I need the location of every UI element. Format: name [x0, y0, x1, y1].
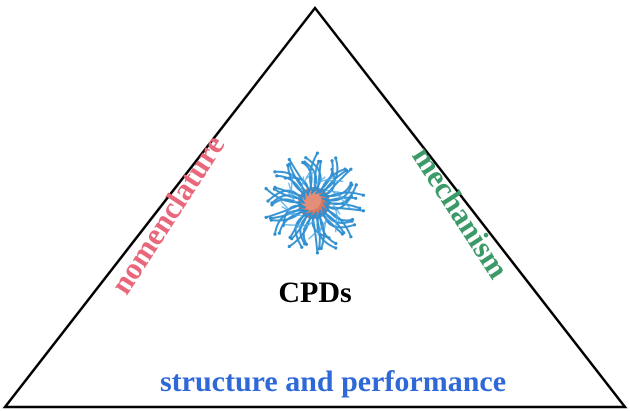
particle-strand-tip [315, 151, 319, 155]
particle-strand-tip [283, 176, 287, 180]
particle-strand-tip [303, 242, 307, 246]
particle-fiber [317, 221, 326, 236]
particle-fiber [332, 191, 347, 200]
particle-strand-tip [266, 199, 270, 203]
particle-strand-tip [270, 201, 274, 205]
particle-fiber [290, 173, 293, 191]
particle-fiber [288, 182, 294, 198]
particle-fiber [306, 166, 320, 179]
particle-fiber [319, 177, 335, 183]
particle-strand-tip [281, 223, 285, 227]
particle-strand-tip [300, 245, 304, 249]
particle-strand-tip [315, 251, 319, 255]
particle-strand-tip [264, 215, 268, 219]
particle-strand-tip [287, 244, 291, 249]
particle-strand-tip [334, 156, 338, 160]
particle-strand [309, 152, 319, 194]
particle-strand [288, 163, 310, 195]
particle-strand-tip [269, 216, 273, 220]
particle-strand-tip [319, 159, 323, 164]
particle-strand [318, 211, 344, 235]
particle-strand [274, 186, 306, 199]
particle-strand-tip [354, 196, 358, 200]
particle-strand-tip [327, 236, 331, 240]
particle-strand-tip [273, 170, 277, 174]
particle-strand-tip [334, 246, 338, 250]
particle-strand [322, 182, 352, 197]
particle-strand-tip [349, 167, 353, 171]
particle-fiber [302, 170, 311, 185]
particle-strand-tip [350, 183, 354, 187]
center-label: CPDs [278, 276, 351, 309]
particle-strand-tip [358, 206, 362, 210]
particle-strand [288, 158, 311, 192]
particle-strand [322, 207, 352, 238]
particle-fiber [284, 224, 302, 227]
particle-strand-tip [330, 159, 334, 163]
particle-strand-tip [354, 183, 358, 187]
particle-strand-tip [273, 232, 277, 236]
particle-strand-tip [287, 162, 292, 166]
particle-strand [311, 214, 319, 254]
particle-strand-tip [334, 241, 338, 246]
particle-strand [273, 188, 303, 200]
particle-strand-tip [349, 235, 353, 239]
particle-strand [317, 214, 326, 250]
triangle-outline [2, 5, 628, 409]
particle-strand-tip [361, 193, 365, 197]
particle-fiber [334, 208, 340, 224]
particle-strand [270, 208, 304, 222]
particle-strand-tip [330, 167, 334, 172]
particle-strand-tip [352, 223, 357, 227]
particle-strand-tip [287, 157, 291, 162]
particle-strand [325, 206, 365, 212]
particle-strand [265, 187, 305, 204]
particle-strand [324, 168, 352, 198]
particle-fiber [308, 227, 322, 240]
particle-strand [290, 213, 309, 240]
particle-strand-tip [340, 232, 344, 236]
particle-strand-tip [361, 209, 365, 213]
particle-strand [323, 191, 365, 201]
particle-strand-tip [264, 187, 268, 191]
particle-strand [322, 211, 345, 234]
particle-fiber [335, 215, 338, 233]
cpd-particle-icon [264, 151, 365, 255]
particle-strand [324, 183, 358, 205]
bottom-edge-label: structure and performance [160, 365, 506, 398]
particle-strand [313, 160, 320, 192]
particle-strand-tip [288, 235, 292, 240]
particle-fiber [293, 223, 309, 229]
particle-strand [288, 212, 312, 248]
particle-fiber [338, 195, 351, 209]
particle-strand [289, 209, 308, 239]
particle-strand [319, 168, 347, 193]
particle-strand-tip [303, 160, 307, 164]
particle-fiber [281, 206, 296, 215]
particle-strand-tip [317, 247, 321, 251]
particle-strand [302, 214, 315, 246]
particle-strand [316, 160, 322, 194]
particle-fiber [326, 179, 344, 182]
particle-strand [286, 164, 306, 195]
particle-strand-tip [275, 174, 279, 178]
particle-fiber [277, 197, 290, 211]
particle-strand-tip [273, 185, 277, 189]
particle-core-highlight [301, 190, 321, 210]
particle-strand-tip [350, 219, 354, 223]
particle-strand [269, 205, 305, 220]
particle-strand-tip [277, 231, 281, 235]
particle-strand [265, 203, 303, 219]
particle-strand-tip [304, 156, 308, 160]
particle-strand [271, 198, 304, 207]
